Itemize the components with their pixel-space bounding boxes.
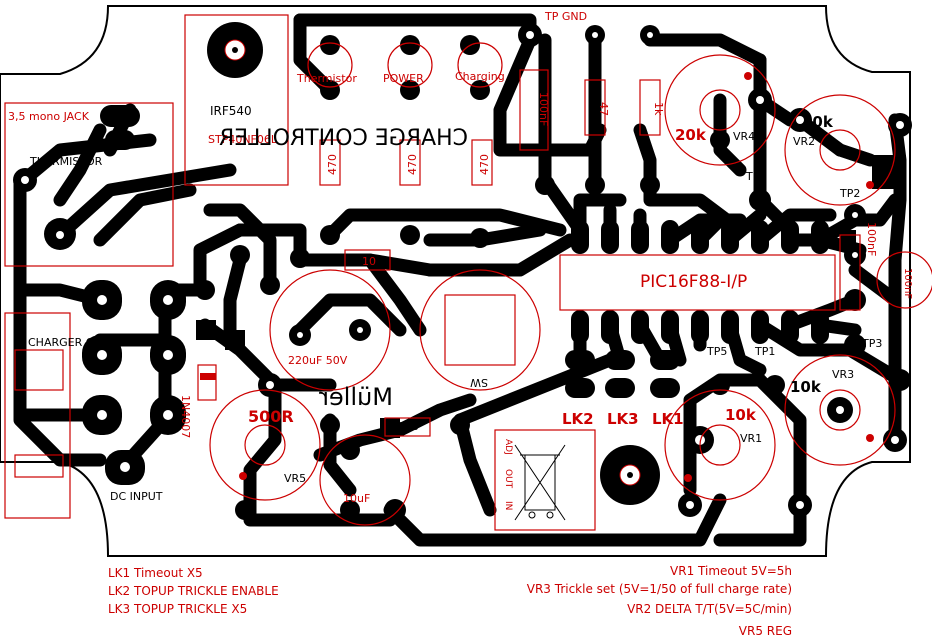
reg-adj-label: ADJ (503, 439, 513, 455)
cap-10uf-label: 10uF (343, 492, 370, 505)
vr4-label: VR4 (733, 130, 755, 143)
board-title: CHARGE CONTROLLER (219, 126, 468, 151)
vr2-label: VR2 (793, 135, 815, 148)
charging-led-label: Charging (455, 70, 505, 83)
thermistor-label: THERMISTOR (29, 155, 103, 168)
vr5-label: VR5 (284, 472, 306, 485)
silkscreen (4, 14, 932, 531)
r-120-label: 120 (398, 420, 419, 433)
sw-label: SW (470, 376, 488, 389)
right-cap-label: 100nF (902, 268, 913, 299)
ic-label: PIC16F88-I/P (640, 272, 747, 292)
mosfet-label: IRF540 (210, 104, 252, 118)
charger-output-label: CHARGER OUTPUT (28, 336, 131, 349)
polarity-dots (239, 72, 874, 482)
reg-in-label: IN (503, 501, 513, 510)
vr3-value-label: 10k (790, 378, 822, 396)
dc-input-label: DC INPUT (110, 490, 163, 503)
diode-band (200, 373, 216, 380)
r-47-label: 47 (597, 102, 610, 116)
lk3-label: LK3 (607, 410, 639, 428)
pad-holes (21, 31, 904, 509)
r470-c-label: 470 (478, 154, 491, 175)
vr4-value-label: 20k (675, 126, 707, 144)
board-outline (0, 5, 911, 557)
tp2-label: TP2 (839, 187, 860, 200)
vr2-value-label: 10k (802, 113, 834, 131)
thermistor-led-label: Thermistor (296, 72, 357, 85)
r470-a-label: 470 (326, 154, 339, 175)
tp5-label: TP5 (706, 345, 727, 358)
note-vr1: VR1 Timeout 5V=5h (670, 564, 792, 578)
note-lk1: LK1 Timeout X5 (108, 566, 203, 580)
mosfet-sub-label: STP40NF06L (208, 133, 278, 146)
reg-out-label: OUT (503, 469, 513, 489)
tp-gnd-label: TP GND (544, 10, 587, 23)
lk2-label: LK2 (562, 410, 594, 428)
mounting-holes (207, 22, 660, 505)
cap-100nf-top-label: 100nF (537, 92, 550, 126)
author-label: Müller (319, 383, 393, 411)
power-led-label: POWER (383, 72, 424, 85)
tp4-label: TP4 (745, 170, 766, 183)
r-1k-label: 1k (652, 102, 665, 116)
note-vr3: VR3 Trickle set (5V=1/50 of full charge … (526, 582, 792, 596)
tp3-label: TP3 (861, 337, 882, 350)
copper-pads (13, 23, 912, 521)
vr3-label: VR3 (832, 368, 854, 381)
lk1-label: LK1 (652, 410, 684, 428)
cap-100nf-right-label: 100nF (865, 222, 878, 256)
note-vr2: VR2 DELTA T/T(5V=5C/min) (627, 602, 792, 616)
vr1-value-label: 10k (725, 406, 757, 424)
r470-b-label: 470 (406, 154, 419, 175)
vr1-label: VR1 (740, 432, 762, 445)
note-lk3: LK3 TOPUP TRICKLE X5 (108, 602, 248, 616)
note-vr5: VR5 REG (738, 624, 792, 638)
r-10-label: 10 (362, 255, 376, 268)
tp1-label: TP1 (754, 345, 775, 358)
weee-bin-icon (514, 444, 566, 521)
diode-label: 1N4007 (179, 395, 192, 438)
note-lk2: LK2 TOPUP TRICKLE ENABLE (108, 584, 279, 598)
vr5-value-label: 500R (248, 407, 294, 426)
jack-label: 3,5 mono JACK (8, 110, 90, 123)
cap-220-label: 220uF 50V (288, 354, 348, 367)
